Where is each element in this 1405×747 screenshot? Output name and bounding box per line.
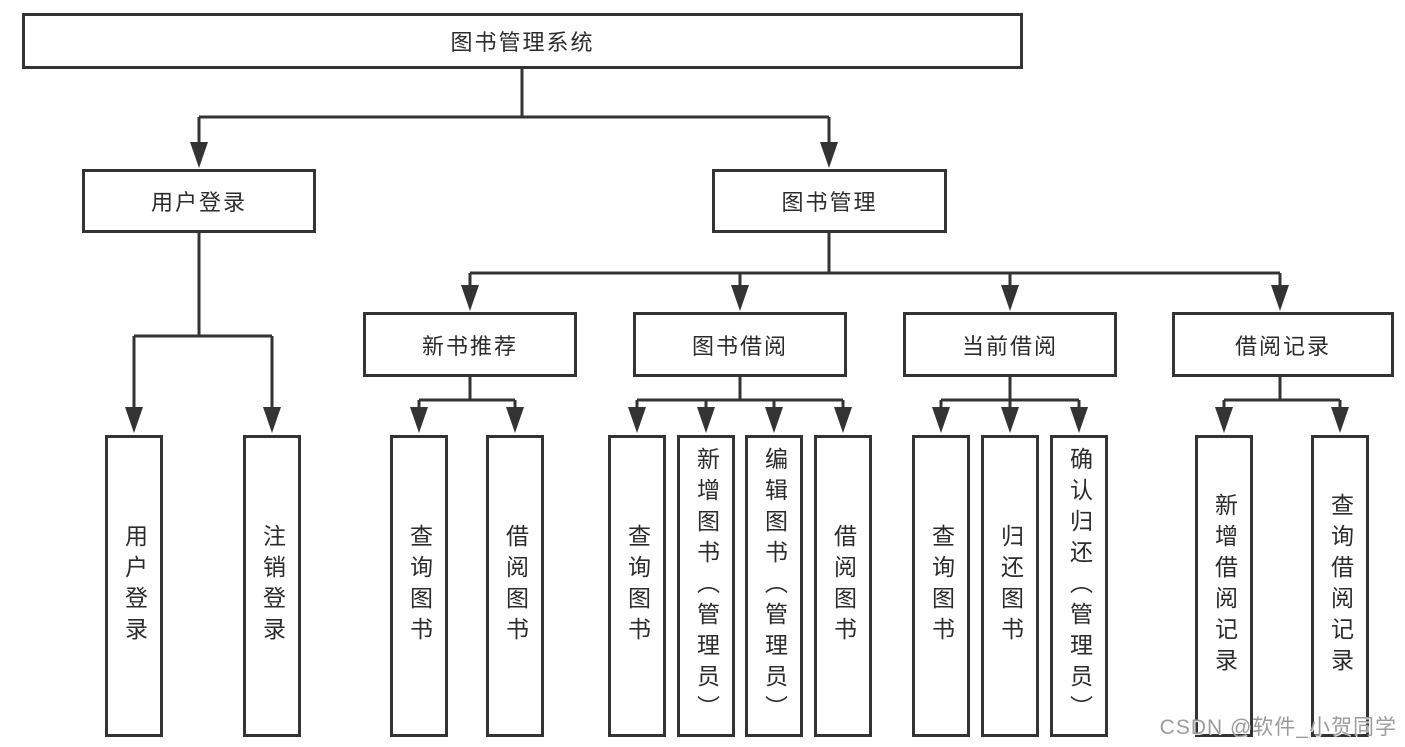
leaf-current-query-books: 查询图书 [912,435,970,737]
leaf-logout-login: 注销登录 [243,435,301,737]
connector-user-login-branch [125,233,281,433]
leaf-borrow-add-books-admin: 新增图书（管理员） [677,435,735,737]
watermark-text: CSDN @软件_小贺同学 [1159,716,1397,739]
node-current-borrowing: 当前借阅 [903,312,1117,377]
node-borrowing-records: 借阅记录 [1172,312,1394,377]
node-library-management-system: 图书管理系统 [22,13,1023,69]
leaf-current-return-books: 归还图书 [981,435,1039,737]
connector-book-borrowing-branch [628,377,852,433]
connector-root-to-level2 [190,69,838,168]
leaf-current-confirm-return-admin: 确认归还（管理员） [1050,435,1108,737]
node-new-book-recommendation: 新书推荐 [363,312,577,377]
connector-borrowing-records-branch [1215,377,1349,433]
leaf-borrow-borrow-books: 借阅图书 [814,435,872,737]
node-user-login: 用户登录 [82,169,316,233]
node-book-borrowing: 图书借阅 [633,312,847,377]
leaf-records-query-borrow-record: 查询借阅记录 [1311,435,1369,737]
leaf-user-login: 用户登录 [105,435,163,737]
connector-book-management-to-level3 [461,233,1289,311]
leaf-records-add-borrow-record: 新增借阅记录 [1195,435,1253,737]
leaf-borrow-query-books: 查询图书 [608,435,666,737]
leaf-rec-query-books: 查询图书 [390,435,448,737]
leaf-borrow-edit-books-admin: 编辑图书（管理员） [745,435,803,737]
connector-current-borrowing-branch [932,377,1088,433]
connector-new-book-recommendation-branch [410,377,524,433]
node-book-management: 图书管理 [712,169,947,233]
leaf-rec-borrow-books: 借阅图书 [486,435,544,737]
